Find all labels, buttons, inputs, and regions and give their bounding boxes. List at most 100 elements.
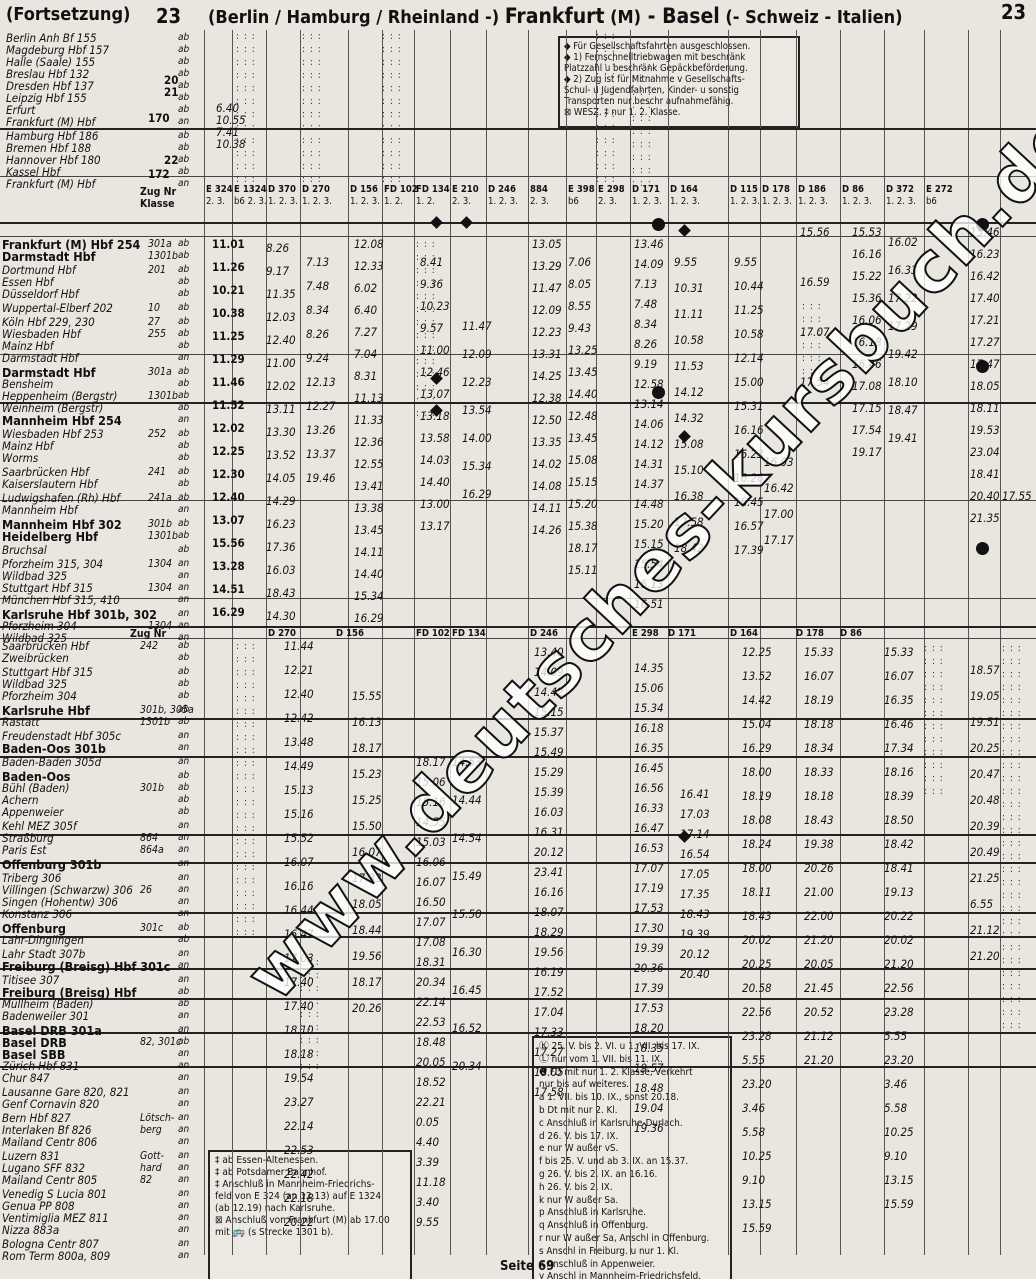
empty-cell-dots: : : : bbox=[236, 654, 256, 665]
table-ref: berg bbox=[140, 1124, 162, 1136]
station-ab-an: ab bbox=[178, 770, 190, 781]
footnotes-box-right: Ⓚ 25. V. bis 2. VI. u 1. VII. bis 17. IX… bbox=[532, 1036, 732, 1279]
table-ref: hard bbox=[140, 1162, 162, 1174]
train-class: b6 bbox=[568, 196, 579, 207]
column-rule bbox=[300, 30, 301, 1255]
departure-time: 18.18 bbox=[804, 789, 834, 803]
station-name: Heppenheim (Bergstr) bbox=[2, 389, 118, 403]
circled-letter-icon bbox=[976, 360, 989, 373]
empty-cell-dots: : : : bbox=[236, 758, 256, 769]
departure-time: 15.36 bbox=[852, 291, 882, 305]
departure-time: 17.53 bbox=[634, 901, 664, 915]
station-name: Offenburg bbox=[2, 921, 66, 936]
station-ab-an: ab bbox=[178, 716, 190, 727]
empty-cell-dots: : : : bbox=[924, 708, 944, 719]
station-name: Baden-Oos bbox=[2, 769, 71, 784]
departure-time: 23.28 bbox=[742, 1029, 772, 1043]
top-note: Schul- u Jugendfahrten, Kinder- u sonsti… bbox=[564, 85, 739, 96]
departure-time: 18.42 bbox=[674, 541, 704, 555]
departure-time: 5.58 bbox=[742, 1125, 766, 1139]
empty-cell-dots: : : : bbox=[236, 96, 256, 107]
table-ref: 301b, 305a bbox=[140, 704, 194, 716]
departure-time: 20.48 bbox=[970, 793, 1000, 807]
departure-time: 13.07 bbox=[420, 387, 450, 401]
station-ab-an: ab bbox=[178, 142, 190, 153]
empty-cell-dots: : : : bbox=[1002, 916, 1022, 927]
departure-time: 10.31 bbox=[674, 281, 704, 295]
empty-cell-dots: : : : bbox=[416, 330, 436, 341]
departure-time: 17.19 bbox=[634, 881, 664, 895]
table-ref: 301b bbox=[148, 518, 173, 530]
departure-time: 13.15 bbox=[884, 1173, 914, 1187]
departure-time: 11.29 bbox=[212, 352, 245, 366]
empty-cell-dots: : : : bbox=[382, 161, 402, 172]
departure-time: 16.57 bbox=[734, 519, 764, 533]
station-name: Frankfurt (M) Hbf 254 bbox=[2, 237, 141, 252]
station-name: Lahr-Dinglingen bbox=[2, 933, 84, 947]
departure-time: 13.11 bbox=[266, 402, 296, 416]
departure-time: 18.35 bbox=[634, 1041, 664, 1055]
departure-time: 13.30 bbox=[266, 425, 296, 439]
departure-time: 18.43 bbox=[804, 813, 834, 827]
empty-cell-dots: : : : bbox=[1002, 682, 1022, 693]
row-rule bbox=[0, 834, 1036, 836]
empty-cell-dots: : : : bbox=[236, 693, 256, 704]
departure-time: 15.06 bbox=[416, 775, 446, 789]
train-class: 1. 2. 3. bbox=[798, 196, 828, 207]
departure-time: 8.26 bbox=[306, 327, 330, 341]
departure-time: 15.15 bbox=[634, 537, 664, 551]
departure-time: 21.00 bbox=[804, 885, 834, 899]
departure-time: 20.47 bbox=[970, 767, 1000, 781]
station-name: Paris Est bbox=[2, 843, 47, 857]
empty-cell-dots: : : : bbox=[596, 31, 616, 42]
departure-time: 13.46 bbox=[634, 237, 664, 251]
departure-time: 15.00 bbox=[734, 375, 764, 389]
table-ref: 26 bbox=[140, 884, 153, 896]
row-rule bbox=[0, 1032, 1036, 1034]
station-ab-an: an bbox=[178, 1188, 190, 1199]
empty-cell-dots: : : : bbox=[632, 61, 652, 72]
departure-time: 14.44 bbox=[452, 793, 482, 807]
empty-cell-dots: : : : bbox=[632, 126, 652, 137]
empty-cell-dots: : : : bbox=[1002, 656, 1022, 667]
departure-time: 14.11 bbox=[354, 545, 384, 559]
departure-time: 14.42 bbox=[534, 685, 564, 699]
empty-cell-dots: : : : bbox=[302, 174, 322, 185]
departure-time: 15.49 bbox=[452, 869, 482, 883]
column-rule bbox=[266, 30, 267, 1255]
train-class: 1. 2. bbox=[416, 196, 436, 207]
departure-time: 12.13 bbox=[306, 375, 336, 389]
empty-cell-dots: : : : bbox=[302, 109, 322, 120]
departure-time: 14.09 bbox=[534, 665, 564, 679]
empty-cell-dots: : : : bbox=[924, 669, 944, 680]
station-name: Baden-Baden 305d bbox=[2, 755, 102, 769]
departure-time: 19.39 bbox=[634, 941, 664, 955]
station-name: Worms bbox=[2, 451, 39, 465]
departure-time: 15.59 bbox=[884, 1197, 914, 1211]
departure-time: 14.09 bbox=[634, 257, 664, 271]
departure-time: 23.28 bbox=[884, 1005, 914, 1019]
empty-cell-dots: : : : bbox=[596, 96, 616, 107]
departure-time: 16.07 bbox=[416, 875, 446, 889]
departure-time: 20.52 bbox=[804, 1005, 834, 1019]
train-class: 1. 2. 3. bbox=[488, 196, 518, 207]
station-name: Mailand Centr 805 bbox=[2, 1173, 98, 1187]
departure-time: 13.35 bbox=[532, 435, 562, 449]
departure-time: 16.46 bbox=[884, 717, 914, 731]
empty-cell-dots: : : : bbox=[382, 83, 402, 94]
empty-cell-dots: : : : bbox=[1002, 994, 1022, 1005]
departure-time: 23.41 bbox=[534, 865, 564, 879]
departure-time: 13.45 bbox=[568, 431, 598, 445]
station-ab-an: ab bbox=[178, 56, 190, 67]
empty-cell-dots: : : : bbox=[632, 165, 652, 176]
train-class: 2. 3. bbox=[530, 196, 550, 207]
departure-time: 6.55 bbox=[970, 897, 994, 911]
train-number: 884 bbox=[530, 184, 548, 195]
departure-time: 18.00 bbox=[742, 861, 772, 875]
station-ab-an: an bbox=[178, 352, 190, 363]
empty-cell-dots: : : : bbox=[632, 152, 652, 163]
departure-time: 12.42 bbox=[284, 711, 314, 725]
top-note: ◆ Für Gesellschaftsfahrten ausgeschlosse… bbox=[564, 41, 751, 52]
departure-time: 15.50 bbox=[452, 907, 482, 921]
departure-time: 21.20 bbox=[970, 949, 1000, 963]
